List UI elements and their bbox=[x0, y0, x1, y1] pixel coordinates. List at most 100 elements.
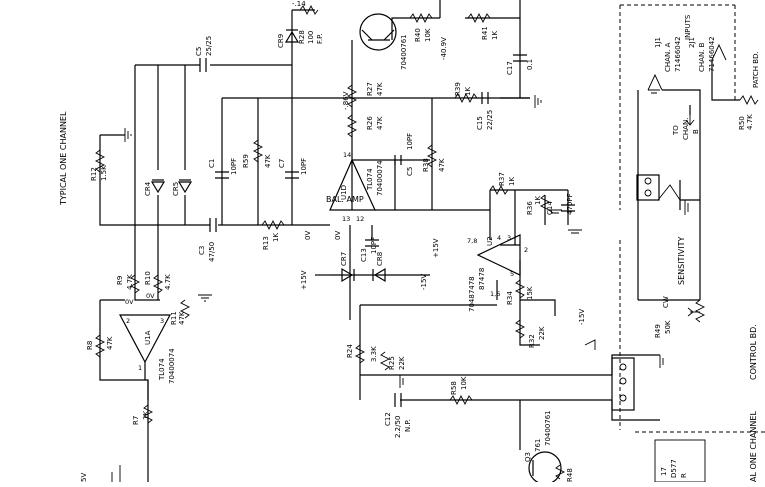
value-r37: 1K bbox=[508, 177, 516, 186]
value-r26: 47K bbox=[376, 116, 384, 130]
pin-u1a-2: 2 bbox=[126, 317, 130, 325]
part-u1a-1: TL074 bbox=[158, 358, 166, 381]
label-c5-mid: C5 bbox=[406, 167, 414, 176]
label-patch-bd: PATCH BD. bbox=[752, 51, 760, 88]
part-u1a-2: 70400074 bbox=[168, 348, 176, 384]
label-r25: R25 bbox=[388, 356, 396, 370]
label-r26: R26 bbox=[366, 116, 374, 130]
value-r34: 15K bbox=[526, 286, 534, 300]
value-r10: 4.7K bbox=[164, 274, 172, 290]
pin-3: 3 bbox=[507, 234, 511, 242]
label-d17: 17 bbox=[660, 467, 668, 476]
value-c5-top: 25/25 bbox=[205, 36, 213, 56]
label-r13: R13 bbox=[262, 236, 270, 250]
value-r32: 22K bbox=[538, 326, 546, 340]
label-r39: R39 bbox=[454, 82, 462, 96]
value-r24: 3.3K bbox=[370, 346, 378, 362]
volts-n409: -40.9V bbox=[440, 37, 448, 60]
label-c15: C15 bbox=[476, 116, 484, 130]
value-r11: 47K bbox=[178, 311, 186, 325]
typical-channel-title: TYPICAL ONE CHANNEL bbox=[59, 111, 68, 206]
part-u2-2: 87478 bbox=[478, 268, 486, 290]
label-c7: C7 bbox=[278, 159, 286, 168]
value-r28-2: F.P. bbox=[316, 34, 324, 44]
label-u1d: U1D bbox=[340, 185, 348, 200]
label-c17: C17 bbox=[506, 61, 514, 75]
diode-symbols bbox=[150, 29, 386, 283]
pin-13: 13 bbox=[342, 215, 350, 223]
label-r24: R24 bbox=[346, 344, 354, 358]
value-c12-2: N.P. bbox=[404, 419, 412, 432]
label-r8: R8 bbox=[86, 341, 94, 350]
part-q3-1: 761 bbox=[534, 439, 542, 452]
label-r12: R12 bbox=[90, 167, 98, 181]
label-ov-d: 0V bbox=[146, 292, 155, 300]
label-cr4: CR4 bbox=[144, 181, 152, 196]
label-r32: R32 bbox=[528, 334, 536, 348]
value-r8: 47K bbox=[106, 336, 114, 350]
value-c1: 10PF bbox=[230, 158, 238, 175]
value-c14: 470PF bbox=[566, 193, 574, 215]
label-r58: R58 bbox=[450, 381, 458, 395]
pin-14: 14 bbox=[343, 151, 351, 159]
label-r10: R10 bbox=[144, 271, 152, 285]
volts-top-left: -.14 bbox=[292, 0, 306, 8]
label-c3: C3 bbox=[198, 246, 206, 255]
label-j2: 2J1 bbox=[688, 37, 696, 48]
value-r38: 47K bbox=[438, 158, 446, 172]
ground-symbols bbox=[111, 89, 689, 482]
pin-16: 1,6 bbox=[490, 290, 500, 298]
value-r25: 22K bbox=[398, 356, 406, 370]
label-n15-right: -15V bbox=[578, 309, 586, 325]
value-c13: 10PF bbox=[370, 237, 378, 254]
label-ov-b: 0V bbox=[334, 231, 342, 240]
label-j1: 1J1 bbox=[654, 37, 662, 48]
value-r13: 1K bbox=[272, 233, 280, 242]
label-r7: R7 bbox=[132, 416, 140, 425]
label-cr8: CR8 bbox=[376, 252, 384, 266]
label-to-3: B bbox=[692, 129, 700, 134]
label-cw: CW bbox=[662, 296, 670, 308]
jack-arrows bbox=[647, 43, 727, 201]
part-u1d-2: 70400074 bbox=[376, 160, 384, 196]
label-ov-a: 0V bbox=[304, 231, 312, 240]
label-c5-top: C5 bbox=[195, 47, 203, 56]
label-bottom-left-v: 5V bbox=[80, 473, 88, 482]
label-cr9: CR9 bbox=[277, 34, 285, 48]
value-r7: 1K bbox=[142, 411, 150, 420]
label-r28: R28 bbox=[298, 30, 306, 44]
label-c1: C1 bbox=[208, 159, 216, 168]
wires bbox=[99, 0, 740, 482]
label-r59: R59 bbox=[242, 154, 250, 168]
label-cr5: CR5 bbox=[172, 182, 180, 196]
value-c17: 0.1 bbox=[526, 59, 534, 70]
label-r38: R38 bbox=[422, 158, 430, 172]
pin-78: 7,8 bbox=[467, 237, 477, 245]
label-r49: R49 bbox=[654, 324, 662, 338]
label-one-channel-bottom: AL ONE CHANNEL bbox=[749, 411, 758, 482]
opamp-symbols bbox=[119, 158, 521, 380]
label-r27: R27 bbox=[366, 82, 374, 96]
label-n15-mid: -15V bbox=[420, 274, 428, 290]
resistor-symbols bbox=[94, 4, 759, 480]
board-borders bbox=[619, 4, 765, 433]
value-r28-1: 100 bbox=[307, 31, 315, 44]
value-r49: 50K bbox=[664, 320, 672, 334]
label-d577: D577 bbox=[670, 459, 678, 478]
value-r9: 4.7K bbox=[126, 274, 134, 290]
volts-n86: -.86V bbox=[342, 91, 350, 110]
value-r50: 4.7K bbox=[746, 114, 754, 130]
label-r11: R11 bbox=[170, 311, 178, 325]
pin-4: 4 bbox=[497, 234, 501, 242]
label-r36: R36 bbox=[526, 201, 534, 215]
label-r48: R48 bbox=[566, 468, 574, 482]
value-r39: 1K bbox=[464, 87, 472, 96]
label-to-2: CHAN. bbox=[682, 118, 690, 140]
part-q3-2: 70400761 bbox=[544, 410, 552, 446]
value-r41: 1K bbox=[491, 31, 499, 40]
capacitor-symbols bbox=[199, 54, 575, 407]
value-r59: 47K bbox=[264, 154, 272, 168]
pin-2: 2 bbox=[524, 246, 528, 254]
